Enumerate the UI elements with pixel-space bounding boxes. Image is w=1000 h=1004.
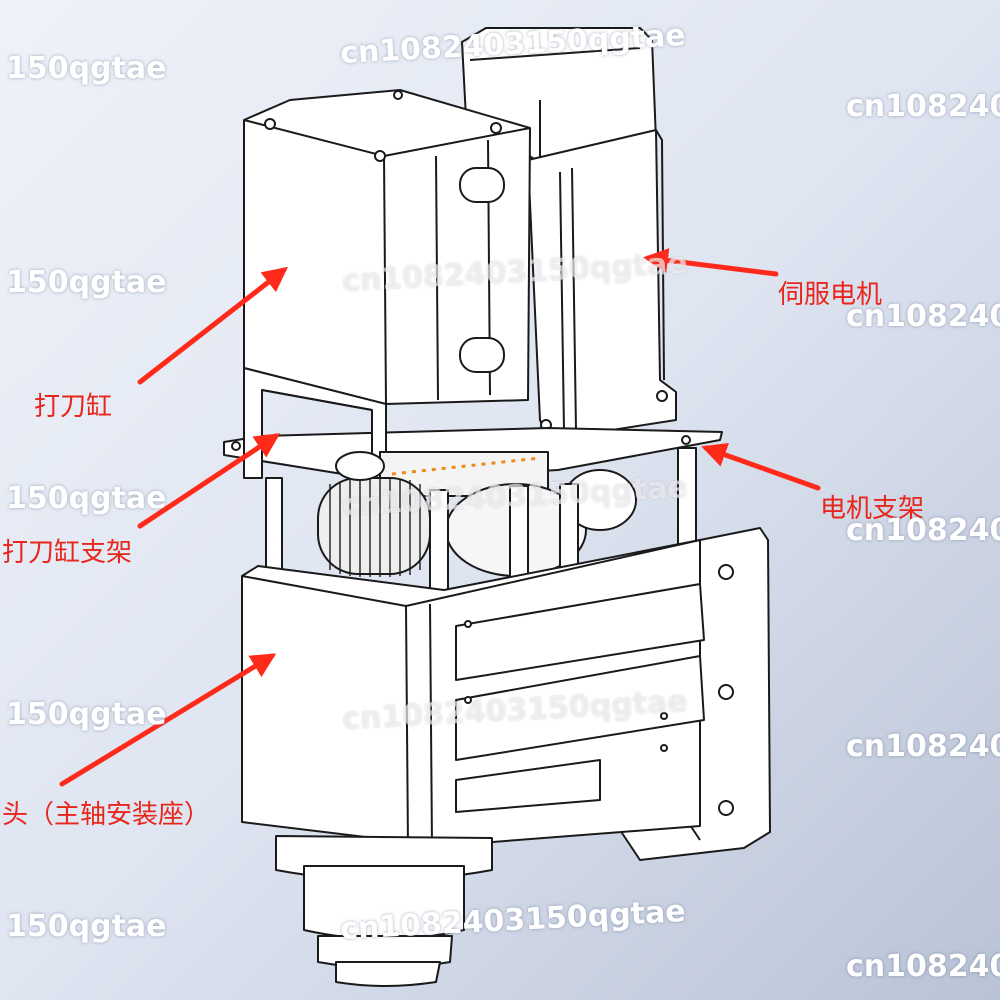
machine-parts — [223, 27, 771, 987]
watermark: cn108240 — [846, 949, 1000, 984]
watermark: cn108240 — [846, 89, 1000, 124]
label-servo-motor: 伺服电机 — [778, 280, 883, 310]
tool-cylinder-block — [243, 89, 531, 405]
spindle-head-block — [241, 539, 705, 849]
arrow-cylinder-bracket — [137, 433, 281, 529]
arrow-servo-motor — [643, 248, 779, 277]
watermark: 150qgtae — [6, 909, 167, 944]
watermark: 150qgtae — [6, 265, 167, 300]
servo-motor-body — [527, 129, 677, 441]
label-cylinder-bracket: 打刀缸支架 — [2, 538, 133, 568]
label-tool-cylinder: 打刀缸 — [34, 392, 113, 422]
gear-assembly — [317, 451, 637, 577]
watermark: 150qgtae — [6, 51, 167, 86]
watermark: 150qgtae — [6, 481, 167, 516]
support-posts — [265, 447, 697, 599]
arrow-motor-bracket — [701, 442, 821, 491]
watermark: cn108240 — [846, 513, 1000, 548]
watermark: 150qgtae — [6, 697, 167, 732]
watermark: cn108240 — [846, 729, 1000, 764]
label-spindle-head: 头（主轴安装座） — [2, 800, 211, 830]
arrow-spindle-head — [59, 653, 277, 787]
annotation-arrows — [59, 248, 821, 787]
label-motor-bracket: 电机支架 — [820, 494, 925, 524]
watermark: cn108240 — [846, 299, 1000, 334]
arrow-tool-cylinder — [137, 266, 288, 385]
spindle — [275, 835, 493, 987]
